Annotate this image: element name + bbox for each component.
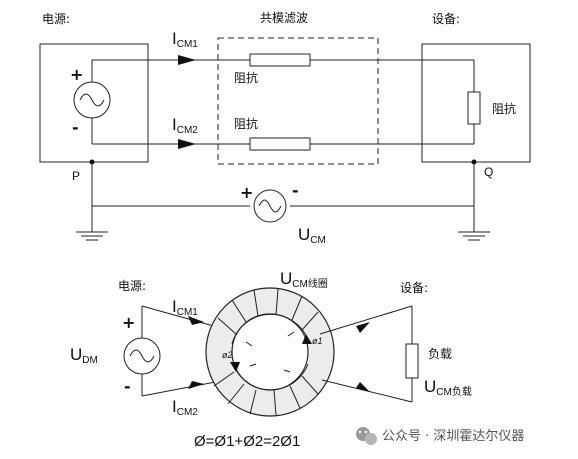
wechat-icon bbox=[356, 427, 377, 445]
bottom-device-label: 设备: bbox=[400, 281, 428, 295]
icm2-bottom-label: ICM2 bbox=[172, 397, 198, 418]
ground-icon-right bbox=[458, 231, 490, 241]
bottom-circuit: 电源: 设备: UCM线圈 + - UDM ICM1 ICM2 bbox=[70, 269, 472, 450]
icm1-bottom-label: ICM1 bbox=[172, 297, 198, 318]
icm1-arrow-icon bbox=[178, 55, 196, 65]
device-impedance bbox=[467, 91, 481, 125]
load-label: 负载 bbox=[428, 347, 452, 361]
bottom-source-label: 电源: bbox=[118, 279, 146, 293]
filter-label: 共模滤波 bbox=[260, 11, 308, 25]
noise-minus-sign: - bbox=[292, 181, 299, 200]
icm1-bottom-arrow-icon bbox=[188, 316, 204, 325]
load-resistor bbox=[405, 343, 419, 379]
top-device-label: 设备: bbox=[432, 12, 460, 26]
impedance-device-label: 阻抗 bbox=[492, 101, 516, 116]
ucm-load-label: UCM负载 bbox=[424, 377, 472, 398]
icm1-label: ICM1 bbox=[172, 29, 198, 50]
dm-source-icon bbox=[123, 337, 161, 375]
flux-formula: Ø=Ø1+Ø2=2Ø1 bbox=[194, 433, 300, 450]
top-circuit: 电源: 共模滤波 设备: + - ICM1 ICM2 bbox=[39, 11, 531, 246]
icm2-arrow-icon bbox=[178, 139, 196, 149]
node-q-label: Q bbox=[484, 165, 493, 179]
top-plus-sign: + bbox=[70, 65, 83, 84]
watermark: 公众号 · 深圳霍达尔仪器 bbox=[356, 427, 524, 445]
filter-impedance-bottom bbox=[249, 137, 311, 151]
icm2-bottom-arrow-icon bbox=[188, 381, 204, 389]
icm2-label: ICM2 bbox=[172, 115, 198, 136]
dm-plus-sign: + bbox=[122, 313, 135, 332]
toroid-core bbox=[205, 287, 335, 417]
ground-icon-left bbox=[76, 231, 108, 241]
noise-source-icon bbox=[253, 189, 287, 223]
noise-plus-sign: + bbox=[240, 183, 253, 202]
ucm-coil-label: UCM线圈 bbox=[280, 269, 328, 290]
ac-source-icon bbox=[73, 60, 111, 144]
ucm-label: UCM bbox=[298, 225, 326, 246]
top-minus-sign: - bbox=[72, 118, 79, 137]
phi1-label: ø1 bbox=[312, 336, 323, 346]
watermark-text: 公众号 · 深圳霍达尔仪器 bbox=[382, 429, 524, 444]
phi2-label: ø2 bbox=[222, 350, 233, 360]
top-source-label: 电源: bbox=[42, 12, 70, 26]
node-p-label: P bbox=[72, 169, 80, 183]
filter-box bbox=[217, 37, 379, 165]
dm-minus-sign: - bbox=[124, 377, 131, 396]
impedance-bottom-label: 阻抗 bbox=[234, 116, 258, 131]
filter-impedance-top bbox=[249, 53, 311, 67]
udm-label: UDM bbox=[70, 345, 98, 366]
impedance-top-label: 阻抗 bbox=[234, 70, 258, 85]
